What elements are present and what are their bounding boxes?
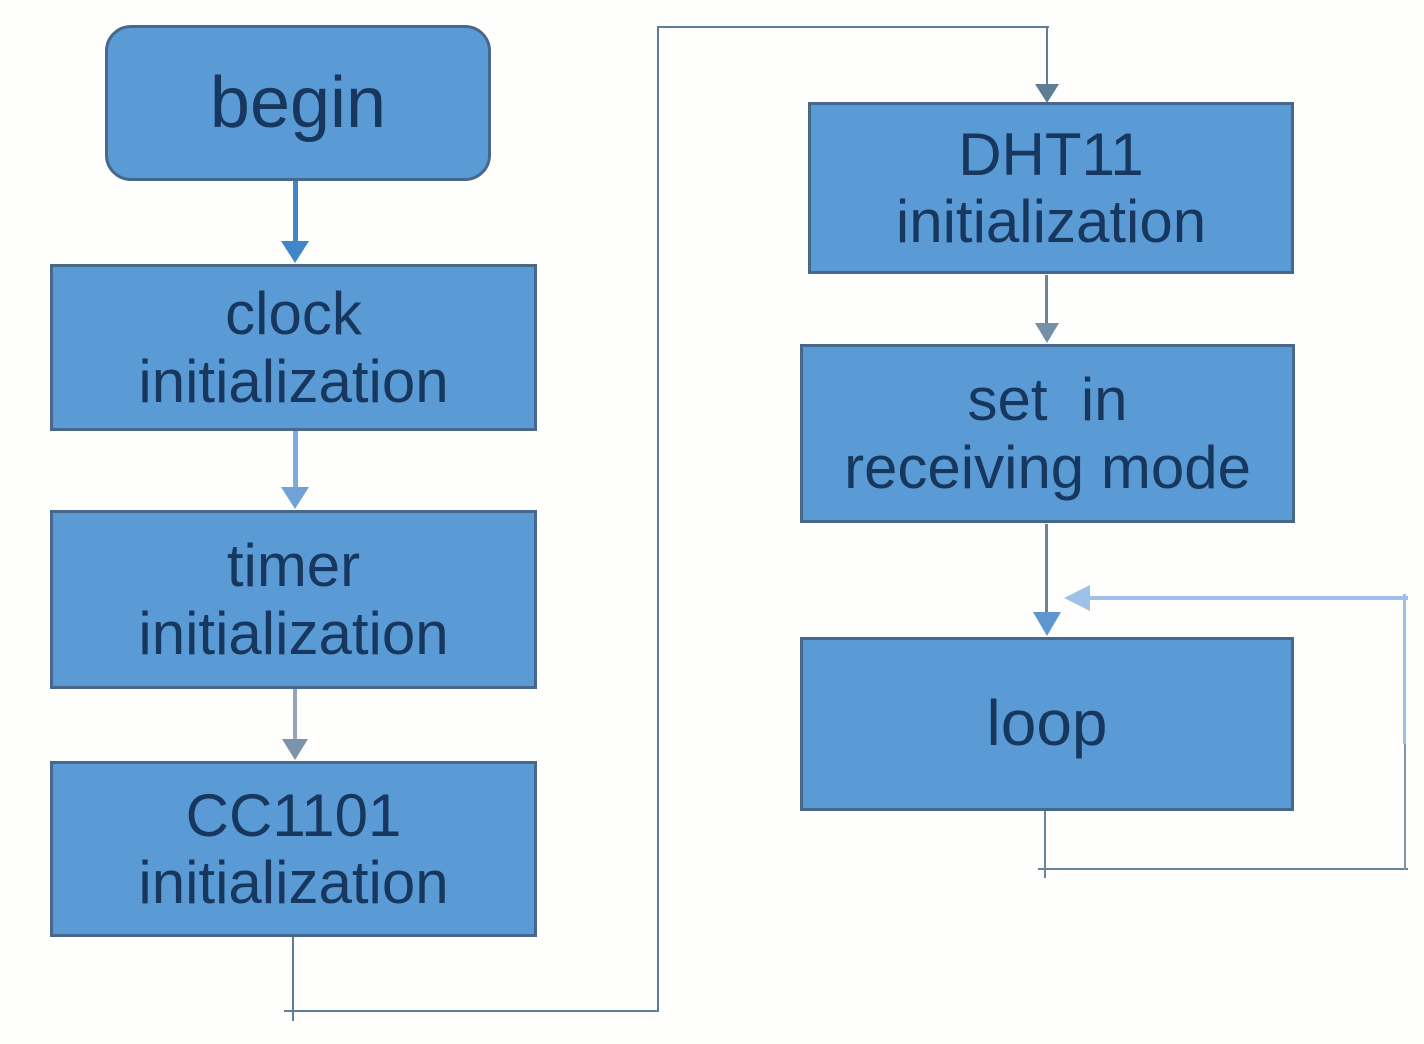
node-timer-line2: initialization	[138, 599, 449, 667]
node-begin: begin	[105, 25, 491, 181]
node-dht11-line2: initialization	[895, 188, 1207, 255]
arrow-dht11-to-set-arrowhead-icon	[1035, 323, 1059, 343]
node-dht11-initialization: DHT11 initialization	[808, 102, 1294, 274]
node-timer-line1: timer	[226, 532, 361, 600]
arrow-clock-to-timer-arrowhead-icon	[281, 487, 309, 509]
node-loop-label: loop	[986, 687, 1108, 760]
arrow-clock-to-timer-shaft	[293, 431, 298, 487]
connector-dht11-arrowhead-icon	[1035, 84, 1059, 103]
arrow-set-to-loop-arrowhead-icon	[1033, 612, 1061, 636]
node-set-line2: receiving mode	[844, 433, 1251, 501]
arrow-begin-to-clock-arrowhead-icon	[281, 241, 309, 263]
node-set-line1: set in	[967, 366, 1128, 434]
feedback-bottom-horizontal	[1038, 868, 1408, 870]
connector-cc1101-drop-vertical	[292, 937, 294, 1021]
node-begin-label: begin	[209, 62, 387, 143]
feedback-top-horizontal	[1088, 596, 1408, 600]
node-clock-line2: initialization	[138, 347, 449, 415]
arrow-timer-to-cc1101-arrowhead-icon	[282, 739, 308, 760]
arrow-set-to-loop-shaft	[1045, 524, 1048, 612]
node-timer-initialization: timer initialization	[50, 510, 537, 689]
node-cc1101-line1: CC1101	[185, 781, 402, 849]
connector-top-horizontal	[657, 26, 1049, 28]
connector-mid-vertical-riser	[657, 27, 659, 1012]
arrow-dht11-to-set-shaft	[1045, 275, 1048, 323]
node-clock-initialization: clock initialization	[50, 264, 537, 431]
node-set-in-receiving-mode: set in receiving mode	[800, 344, 1295, 523]
feedback-right-vertical-upper	[1403, 594, 1406, 744]
node-dht11-line1: DHT11	[958, 120, 1144, 188]
node-clock-line1: clock	[225, 280, 362, 348]
node-cc1101-line2: initialization	[138, 849, 449, 916]
connector-dht11-drop-vertical	[1046, 26, 1048, 86]
node-cc1101-initialization: CC1101 initialization	[50, 761, 537, 937]
arrow-begin-to-clock-shaft	[293, 181, 298, 241]
node-loop: loop	[800, 637, 1294, 811]
connector-bottom-horizontal	[284, 1010, 659, 1012]
arrow-timer-to-cc1101-shaft	[293, 689, 297, 739]
feedback-drop-vertical	[1044, 811, 1046, 878]
feedback-right-vertical-lower	[1404, 740, 1406, 870]
feedback-left-arrowhead-icon	[1064, 585, 1090, 611]
